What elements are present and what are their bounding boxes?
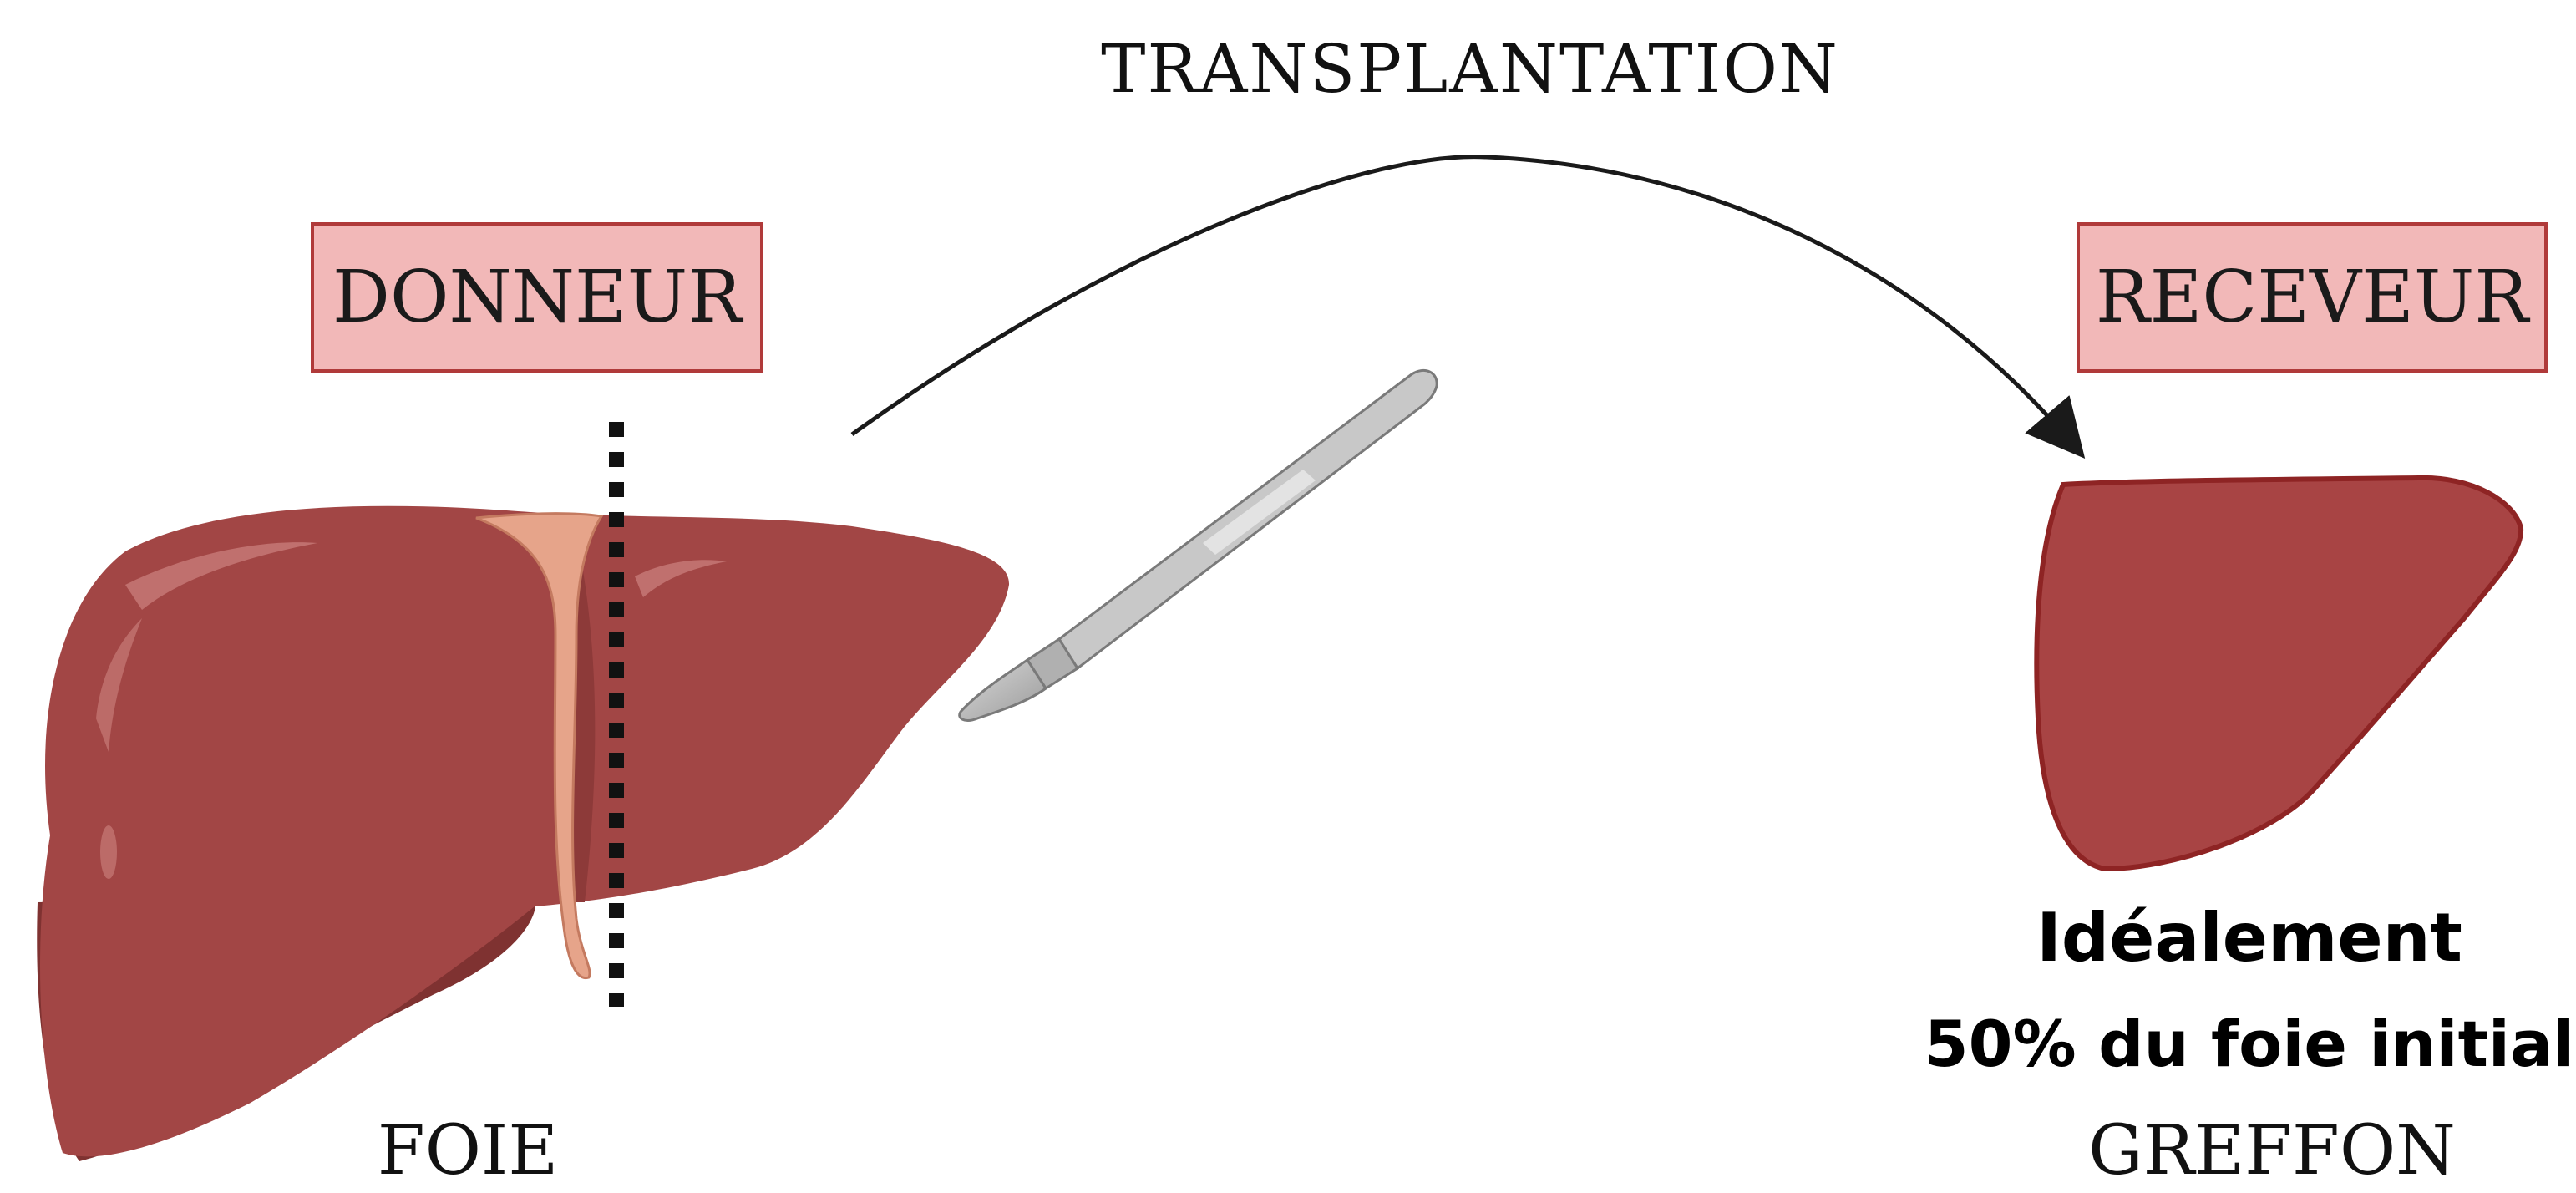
recipient-note-line1: Idéalement [2036, 899, 2462, 977]
diagram-title: TRANSPLANTATION [1101, 30, 1839, 108]
organ-label: FOIE [378, 1111, 558, 1190]
donor-label: DONNEUR [332, 256, 743, 339]
recipient-label: RECEVEUR [2096, 256, 2530, 339]
recipient-note-line2: 50% du foie initial [1924, 1007, 2575, 1081]
scalpel-icon [960, 370, 1437, 720]
donor-label-box: DONNEUR [312, 224, 762, 371]
recipient-label-box: RECEVEUR [2078, 224, 2546, 371]
graft-liver-icon [2036, 478, 2521, 869]
curved-arrow-icon [852, 157, 2071, 443]
graft-label: GREFFON [2088, 1111, 2456, 1190]
liver-icon [37, 506, 1009, 1161]
